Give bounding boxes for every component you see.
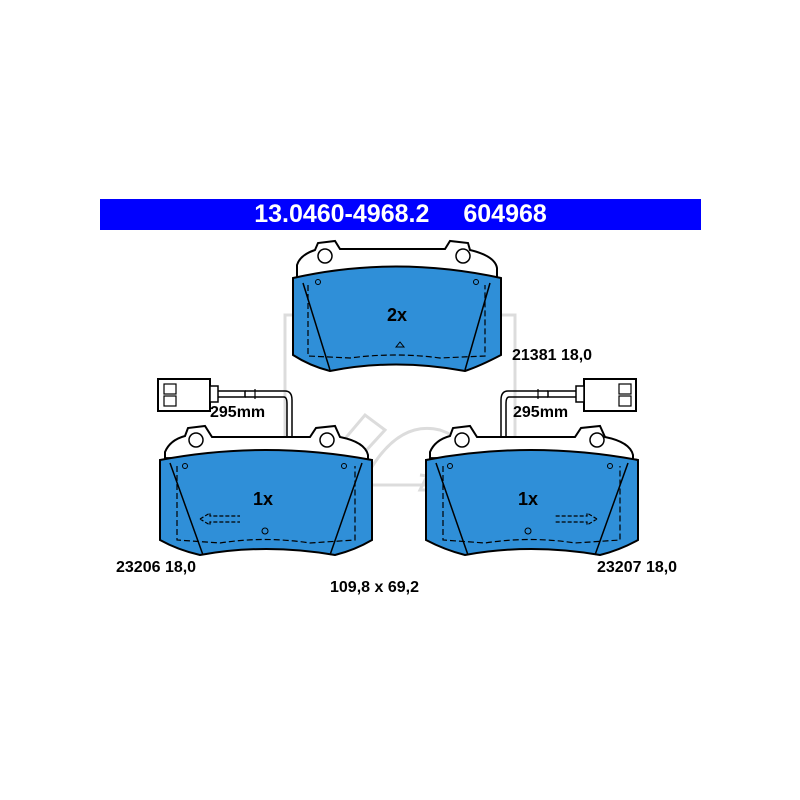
reference-number: 604968 [463, 200, 547, 228]
sensor-wire-left [245, 390, 293, 445]
pad-top-spec: 21381 18,0 [512, 347, 592, 364]
sensor-wire-right [500, 390, 548, 445]
pad-right-quantity: 1x [518, 489, 538, 509]
pad-dimensions: 109,8 x 69,2 [330, 579, 419, 596]
pad-right-spec: 23207 18,0 [597, 559, 677, 576]
pad-top: 2x [292, 239, 502, 373]
part-number: 13.0460-4968.2 [254, 200, 430, 228]
arrow-left-icon [199, 511, 240, 527]
pad-top-quantity: 2x [387, 305, 407, 325]
pad-right-wire-length: 295mm [513, 404, 568, 421]
pad-left: 1x [157, 378, 373, 557]
pad-right: 1x [425, 378, 639, 557]
pad-left-wire-length: 295mm [210, 404, 265, 421]
pad-left-spec: 23206 18,0 [116, 559, 196, 576]
pad-left-quantity: 1x [253, 489, 273, 509]
part-number-header: 13.0460-4968.2 604968 [100, 199, 701, 230]
arrow-right-icon [555, 511, 598, 527]
